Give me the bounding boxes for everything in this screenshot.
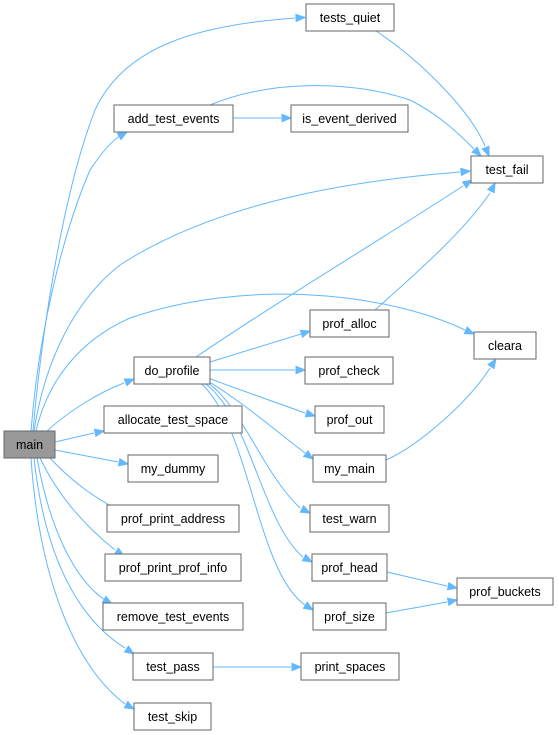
node-do-profile[interactable]: do_profile (133, 356, 211, 385)
edge-do-profile-to-prof-size (196, 379, 315, 611)
node-label-add-test-events: add_test_events (128, 112, 220, 126)
node-is-event-derived[interactable]: is_event_derived (290, 104, 409, 133)
node-main[interactable]: main (3, 430, 56, 459)
node-label-test-skip: test_skip (148, 710, 197, 724)
node-prof-print-address[interactable]: prof_print_address (106, 504, 240, 533)
node-label-print-spaces: print_spaces (315, 660, 386, 674)
node-label-prof-buckets: prof_buckets (469, 585, 541, 599)
node-label-prof-size: prof_size (324, 610, 375, 624)
edge-add-test-events-to-is-event-derived (233, 113, 293, 123)
edge-main-to-test-fail (33, 167, 472, 432)
node-remove-test-events[interactable]: remove_test_events (102, 602, 244, 631)
nodes: main tests_quiet add_test_events is_even… (3, 3, 554, 731)
node-label-prof-check: prof_check (318, 364, 380, 378)
node-label-my-dummy: my_dummy (141, 462, 206, 476)
node-prof-print-prof-info[interactable]: prof_print_prof_info (104, 553, 242, 582)
node-allocate-test-space[interactable]: allocate_test_space (103, 405, 243, 434)
edge-main-to-test-skip (30, 457, 136, 710)
edge-main-to-allocate-test-space (54, 428, 106, 443)
node-prof-head[interactable]: prof_head (311, 553, 388, 582)
edge-do-profile-to-prof-head (199, 379, 314, 563)
node-add-test-events[interactable]: add_test_events (113, 104, 234, 133)
node-label-prof-print-address: prof_print_address (121, 512, 225, 526)
node-label-is-event-derived: is_event_derived (302, 112, 397, 126)
node-my-main[interactable]: my_main (312, 454, 387, 483)
node-tests-quiet[interactable]: tests_quiet (305, 3, 395, 32)
edge-main-to-do-profile (46, 378, 136, 432)
edge-prof-size-to-prof-buckets (385, 597, 459, 614)
node-label-test-pass: test_pass (146, 660, 200, 674)
edge-prof-alloc-to-test-fail (374, 181, 496, 311)
edge-add-test-events-to-test-fail (209, 85, 482, 157)
node-label-remove-test-events: remove_test_events (117, 610, 230, 624)
edge-main-to-remove-test-events (36, 457, 114, 605)
edge-main-to-test-pass (33, 457, 136, 655)
node-label-test-warn: test_warn (322, 512, 376, 526)
node-label-do-profile: do_profile (145, 364, 200, 378)
edge-my-main-to-cleara (385, 357, 497, 461)
node-print-spaces[interactable]: print_spaces (300, 652, 400, 681)
edge-main-to-my-dummy (54, 449, 130, 467)
node-label-prof-head: prof_head (321, 561, 377, 575)
node-test-warn[interactable]: test_warn (309, 504, 390, 533)
edges (30, 13, 497, 710)
edge-do-profile-to-test-fail (195, 179, 474, 358)
node-my-dummy[interactable]: my_dummy (127, 454, 219, 483)
node-test-pass[interactable]: test_pass (132, 652, 214, 681)
edge-do-profile-to-test-warn (202, 379, 312, 514)
edge-prof-head-to-prof-buckets (386, 571, 459, 591)
node-label-prof-print-prof-info: prof_print_prof_info (119, 561, 227, 575)
node-label-allocate-test-space: allocate_test_space (118, 413, 229, 427)
node-prof-check[interactable]: prof_check (304, 356, 394, 385)
edge-main-to-cleara (35, 293, 476, 432)
node-label-prof-alloc: prof_alloc (322, 317, 376, 331)
node-label-prof-out: prof_out (327, 413, 373, 427)
node-label-cleara: cleara (488, 339, 522, 353)
node-prof-alloc[interactable]: prof_alloc (309, 309, 390, 338)
edge-do-profile-to-prof-out (207, 377, 317, 418)
node-label-test-fail: test_fail (485, 163, 528, 177)
node-label-tests-quiet: tests_quiet (320, 11, 381, 25)
edge-test-pass-to-print-spaces (213, 662, 303, 672)
node-cleara[interactable]: cleara (473, 331, 537, 360)
edge-do-profile-to-prof-alloc (209, 329, 312, 363)
edge-tests-quiet-to-test-fail (375, 30, 490, 158)
node-label-my-main: my_main (324, 462, 375, 476)
edge-main-to-tests-quiet (32, 13, 307, 432)
node-test-skip[interactable]: test_skip (133, 702, 212, 731)
node-prof-buckets[interactable]: prof_buckets (456, 577, 554, 606)
node-prof-out[interactable]: prof_out (314, 405, 385, 434)
edge-do-profile-to-prof-check (210, 365, 307, 375)
edge-main-to-add-test-events (30, 131, 129, 432)
edge-do-profile-to-my-main (205, 379, 315, 460)
node-prof-size[interactable]: prof_size (312, 602, 387, 631)
node-label-main: main (16, 438, 43, 452)
node-test-fail[interactable]: test_fail (470, 155, 544, 184)
